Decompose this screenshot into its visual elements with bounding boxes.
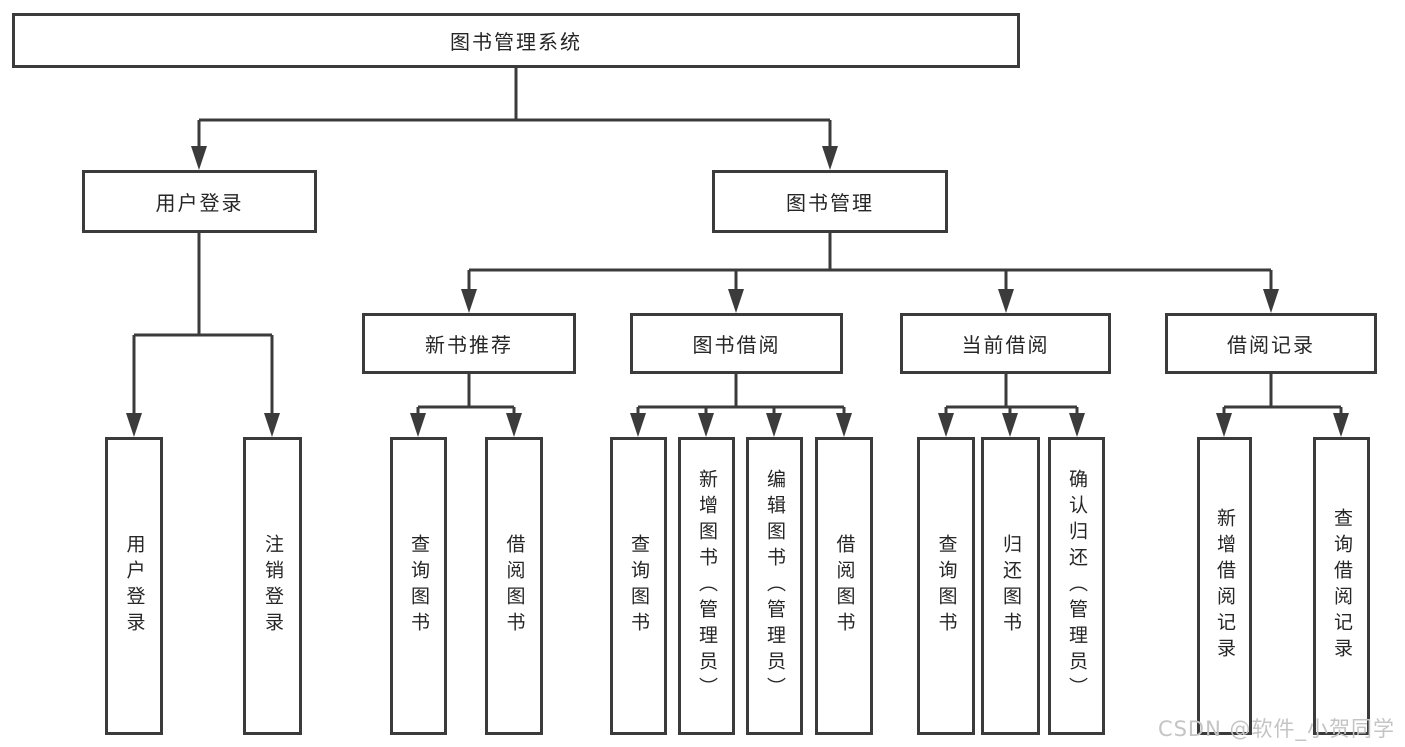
node-root: 图书管理系统 xyxy=(12,13,1020,68)
node-leaf-return-book-label: 归还图书 xyxy=(1000,534,1022,638)
node-leaf-add-book-admin: 新增图书（管理员） xyxy=(678,437,735,735)
node-current-borrow: 当前借阅 xyxy=(900,313,1111,374)
node-leaf-add-book-admin-label: 新增图书（管理员） xyxy=(696,469,718,703)
node-leaf-query-book-2: 查询图书 xyxy=(610,437,667,735)
node-new-book-recommend: 新书推荐 xyxy=(362,313,576,374)
node-leaf-add-borrow-record-label: 新增借阅记录 xyxy=(1214,508,1236,664)
node-leaf-logout-label: 注销登录 xyxy=(262,534,284,638)
node-leaf-confirm-return-admin: 确认归还（管理员） xyxy=(1048,437,1105,735)
node-leaf-return-book: 归还图书 xyxy=(981,437,1040,735)
node-leaf-edit-book-admin-label: 编辑图书（管理员） xyxy=(764,469,786,703)
node-book-borrow: 图书借阅 xyxy=(630,313,843,374)
node-leaf-query-book-3: 查询图书 xyxy=(917,437,975,735)
node-book-borrow-label: 图书借阅 xyxy=(692,333,781,357)
node-leaf-borrow-book-2-label: 借阅图书 xyxy=(833,534,856,638)
node-root-label: 图书管理系统 xyxy=(450,30,582,54)
node-borrow-record: 借阅记录 xyxy=(1165,313,1377,374)
node-leaf-query-book-3-label: 查询图书 xyxy=(935,534,958,638)
node-leaf-user-login: 用户登录 xyxy=(105,437,163,735)
node-leaf-user-login-label: 用户登录 xyxy=(123,534,146,638)
node-book-management: 图书管理 xyxy=(712,170,948,233)
node-leaf-query-borrow-record: 查询借阅记录 xyxy=(1313,437,1370,735)
node-leaf-logout: 注销登录 xyxy=(243,437,302,735)
node-user-login: 用户登录 xyxy=(82,170,317,233)
node-leaf-query-borrow-record-label: 查询借阅记录 xyxy=(1331,508,1353,664)
watermark: CSDN @软件_小贺同学 xyxy=(1157,717,1395,741)
node-leaf-edit-book-admin: 编辑图书（管理员） xyxy=(746,437,803,735)
node-leaf-confirm-return-admin-label: 确认归还（管理员） xyxy=(1066,469,1088,703)
node-new-book-recommend-label: 新书推荐 xyxy=(425,333,513,357)
node-book-management-label: 图书管理 xyxy=(786,191,874,215)
node-user-login-label: 用户登录 xyxy=(155,191,244,215)
node-leaf-add-borrow-record: 新增借阅记录 xyxy=(1197,437,1252,735)
node-leaf-borrow-book-1-label: 借阅图书 xyxy=(503,534,526,638)
node-leaf-query-book-1-label: 查询图书 xyxy=(408,534,430,638)
node-borrow-record-label: 借阅记录 xyxy=(1227,333,1315,357)
node-leaf-borrow-book-2: 借阅图书 xyxy=(815,437,873,735)
node-leaf-query-book-2-label: 查询图书 xyxy=(628,534,650,638)
node-leaf-query-book-1: 查询图书 xyxy=(390,437,447,735)
node-current-borrow-label: 当前借阅 xyxy=(961,333,1050,357)
node-leaf-borrow-book-1: 借阅图书 xyxy=(485,437,543,735)
